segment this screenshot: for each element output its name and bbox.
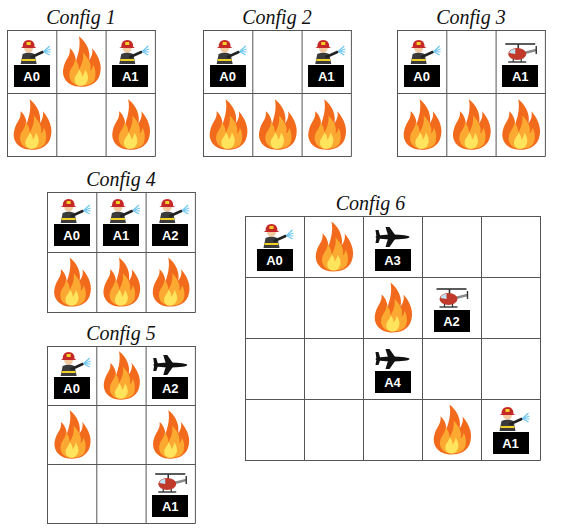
agent-id: A0 bbox=[219, 69, 236, 84]
agent-id: A2 bbox=[162, 228, 179, 243]
firefighter-icon bbox=[110, 199, 140, 223]
agent-id: A2 bbox=[162, 381, 179, 396]
grid-lines bbox=[47, 346, 195, 524]
config-title: Config 3 bbox=[436, 6, 505, 28]
fire-icon bbox=[104, 351, 140, 399]
agent-label: A1 bbox=[152, 495, 188, 517]
config-title: Config 2 bbox=[242, 6, 311, 28]
config-grid: Config 1A0A1 bbox=[7, 30, 155, 156]
grid-lines bbox=[397, 30, 545, 157]
agent-id: A3 bbox=[384, 253, 401, 268]
agent-id: A2 bbox=[443, 314, 460, 329]
config-grid: Config 2A0A1 bbox=[203, 30, 351, 156]
firefighter-icon bbox=[264, 224, 294, 248]
airplane-icon bbox=[376, 227, 410, 247]
agent-label: A1 bbox=[112, 65, 148, 87]
firefighter-icon bbox=[119, 40, 149, 64]
agent-id: A0 bbox=[63, 381, 80, 396]
agent-label: A0 bbox=[404, 65, 440, 87]
firefighter-icon bbox=[217, 40, 247, 64]
fire-icon bbox=[103, 257, 140, 306]
agent-id: A0 bbox=[266, 253, 283, 268]
config-grid: Config 6A0A3A2A4A1 bbox=[245, 216, 540, 460]
fire-icon bbox=[210, 99, 248, 150]
agent-id: A1 bbox=[162, 499, 179, 514]
agent-label: A0 bbox=[54, 224, 90, 246]
agent-label: A2 bbox=[152, 224, 188, 246]
agent-id: A0 bbox=[63, 228, 80, 243]
firefighter-icon bbox=[21, 40, 51, 64]
config-title: Config 1 bbox=[46, 6, 115, 28]
agent-id: A1 bbox=[122, 69, 139, 84]
config-title: Config 6 bbox=[336, 192, 405, 214]
agent-id: A1 bbox=[318, 69, 335, 84]
fire-icon bbox=[502, 99, 540, 150]
fire-icon bbox=[375, 282, 412, 332]
fire-icon bbox=[14, 99, 52, 150]
firefighter-icon bbox=[411, 40, 441, 64]
agent-label: A3 bbox=[375, 249, 411, 271]
agent-label: A1 bbox=[308, 65, 344, 87]
agent-label: A2 bbox=[152, 377, 188, 399]
grid-cells bbox=[7, 30, 156, 157]
fire-icon bbox=[308, 99, 346, 150]
fire-icon bbox=[434, 404, 471, 454]
agent-id: A1 bbox=[113, 228, 130, 243]
agent-label: A0 bbox=[14, 65, 50, 87]
fire-icon bbox=[54, 257, 91, 306]
fire-icon bbox=[54, 410, 90, 458]
fire-icon bbox=[259, 99, 297, 150]
agent-label: A1 bbox=[103, 224, 139, 246]
fire-icon bbox=[404, 99, 442, 150]
firefighter-icon bbox=[159, 199, 189, 223]
grid-cells bbox=[47, 192, 196, 313]
firefighter-icon bbox=[61, 199, 91, 223]
helicopter-icon bbox=[437, 289, 468, 307]
firefighter-icon bbox=[61, 352, 91, 376]
grid-lines bbox=[7, 30, 155, 157]
agent-id: A1 bbox=[502, 436, 519, 451]
config-grid: Config 5A0A2A1 bbox=[47, 346, 195, 523]
agent-label: A0 bbox=[257, 249, 293, 271]
agent-label: A4 bbox=[375, 371, 411, 393]
helicopter-icon bbox=[155, 474, 186, 492]
fire-icon bbox=[63, 36, 101, 87]
grid-lines bbox=[245, 216, 541, 461]
agent-label: A1 bbox=[502, 65, 538, 87]
agent-label: A0 bbox=[210, 65, 246, 87]
agent-id: A0 bbox=[23, 69, 40, 84]
agent-id: A0 bbox=[413, 69, 430, 84]
config-grid: Config 3A0A1 bbox=[397, 30, 545, 156]
fire-icon bbox=[453, 99, 491, 150]
fire-icon bbox=[316, 221, 353, 271]
grid-cells bbox=[203, 30, 352, 157]
grid-cells bbox=[397, 30, 546, 157]
fire-icon bbox=[153, 257, 190, 306]
agent-label: A1 bbox=[493, 432, 529, 454]
agent-id: A1 bbox=[512, 69, 529, 84]
helicopter-icon bbox=[505, 44, 536, 62]
grid-lines bbox=[47, 192, 195, 313]
agent-id: A4 bbox=[384, 375, 401, 390]
firefighter-icon bbox=[315, 40, 345, 64]
agent-label: A2 bbox=[434, 310, 470, 332]
grid-lines bbox=[203, 30, 351, 157]
airplane-icon bbox=[153, 355, 187, 375]
firefighter-icon bbox=[500, 407, 530, 431]
fire-icon bbox=[153, 410, 189, 458]
fire-icon bbox=[112, 99, 150, 150]
airplane-icon bbox=[376, 349, 410, 369]
config-title: Config 5 bbox=[86, 322, 155, 344]
config-title: Config 4 bbox=[86, 168, 155, 190]
config-grid: Config 4A0A1A2 bbox=[47, 192, 195, 312]
agent-label: A0 bbox=[54, 377, 90, 399]
